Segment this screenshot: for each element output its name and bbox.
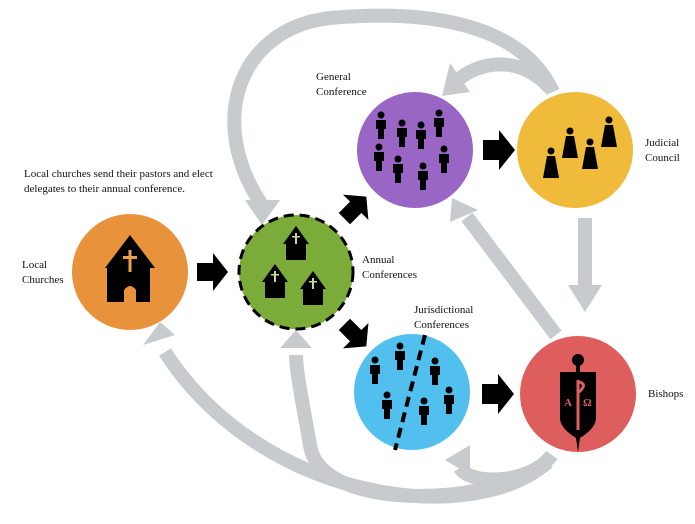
label-judicial-council: Judicial Council [645, 137, 680, 164]
feedback-arrowheads [143, 63, 602, 475]
arrowhead-to-annual-top [245, 200, 280, 225]
person-figure [376, 111, 386, 139]
svg-text:A: A [564, 397, 572, 409]
node-annual-conferences[interactable] [237, 213, 355, 331]
jurisdiction-divider [393, 334, 427, 451]
label-general-conference: General Conference [316, 71, 367, 98]
arrow-local-to-annual [197, 253, 228, 291]
general-conference-circle [357, 92, 473, 208]
label-annual-conferences: Annual Conferences [362, 254, 417, 281]
flow-arrows [197, 130, 515, 414]
person-figure [419, 397, 429, 425]
episcopal-shield-icon: A Ω [560, 354, 596, 452]
arrowhead-to-jurisdictional [445, 445, 470, 475]
person-figure [393, 155, 403, 183]
arrow-annual-to-jurisdictional [338, 318, 369, 349]
node-local-churches[interactable] [72, 214, 188, 330]
line-bishops-to-general [461, 212, 562, 340]
person-figure [395, 342, 405, 370]
church-icon [105, 235, 155, 302]
label-jurisdictional-conferences: Jurisdictional Conferences [414, 304, 474, 331]
arc-judicial-to-annual [227, 8, 560, 209]
arc-judicial-to-general [450, 57, 556, 93]
person-figure [397, 119, 407, 147]
person-figure [416, 121, 426, 149]
svg-text:Ω: Ω [583, 397, 592, 409]
person-figure [418, 162, 428, 190]
arrowhead-to-annual-bottom [280, 330, 312, 348]
robed-figure [562, 127, 578, 158]
arrowhead-to-bishops [568, 285, 602, 312]
person-figure [370, 356, 380, 384]
jurisdictional-conferences-circle [354, 334, 470, 450]
arrow-jurisdictional-to-bishops [482, 374, 514, 414]
intro-text: Local churches send their pastors and el… [24, 168, 213, 195]
robed-figure [601, 116, 617, 147]
arrow-annual-to-general [338, 194, 369, 225]
person-figure [444, 386, 454, 414]
arrowhead-to-general-top [442, 63, 470, 96]
robed-figure [582, 138, 598, 169]
person-figure [434, 109, 444, 137]
annual-conferences-circle [237, 213, 355, 331]
people-icon [374, 109, 449, 190]
divided-people-icon [370, 342, 454, 425]
node-judicial-council[interactable] [517, 92, 633, 208]
arc-bishops-to-local [159, 348, 553, 504]
arrow-general-to-judicial [483, 130, 515, 170]
node-general-conference[interactable] [357, 92, 473, 208]
person-figure [439, 145, 449, 173]
person-figure [430, 357, 440, 385]
robed-figure [543, 147, 559, 178]
label-local-churches: Local Churches [22, 259, 64, 286]
arrowhead-to-general-bottom [450, 198, 478, 222]
node-bishops[interactable]: A Ω [520, 336, 636, 452]
person-figure [382, 391, 392, 419]
node-jurisdictional-conferences[interactable] [354, 334, 470, 451]
robed-people-icon [543, 116, 617, 178]
churches-icon [262, 226, 326, 305]
feedback-arrows [159, 8, 592, 504]
person-figure [374, 143, 384, 171]
arrowhead-to-local [143, 322, 175, 345]
label-bishops: Bishops [648, 388, 684, 400]
